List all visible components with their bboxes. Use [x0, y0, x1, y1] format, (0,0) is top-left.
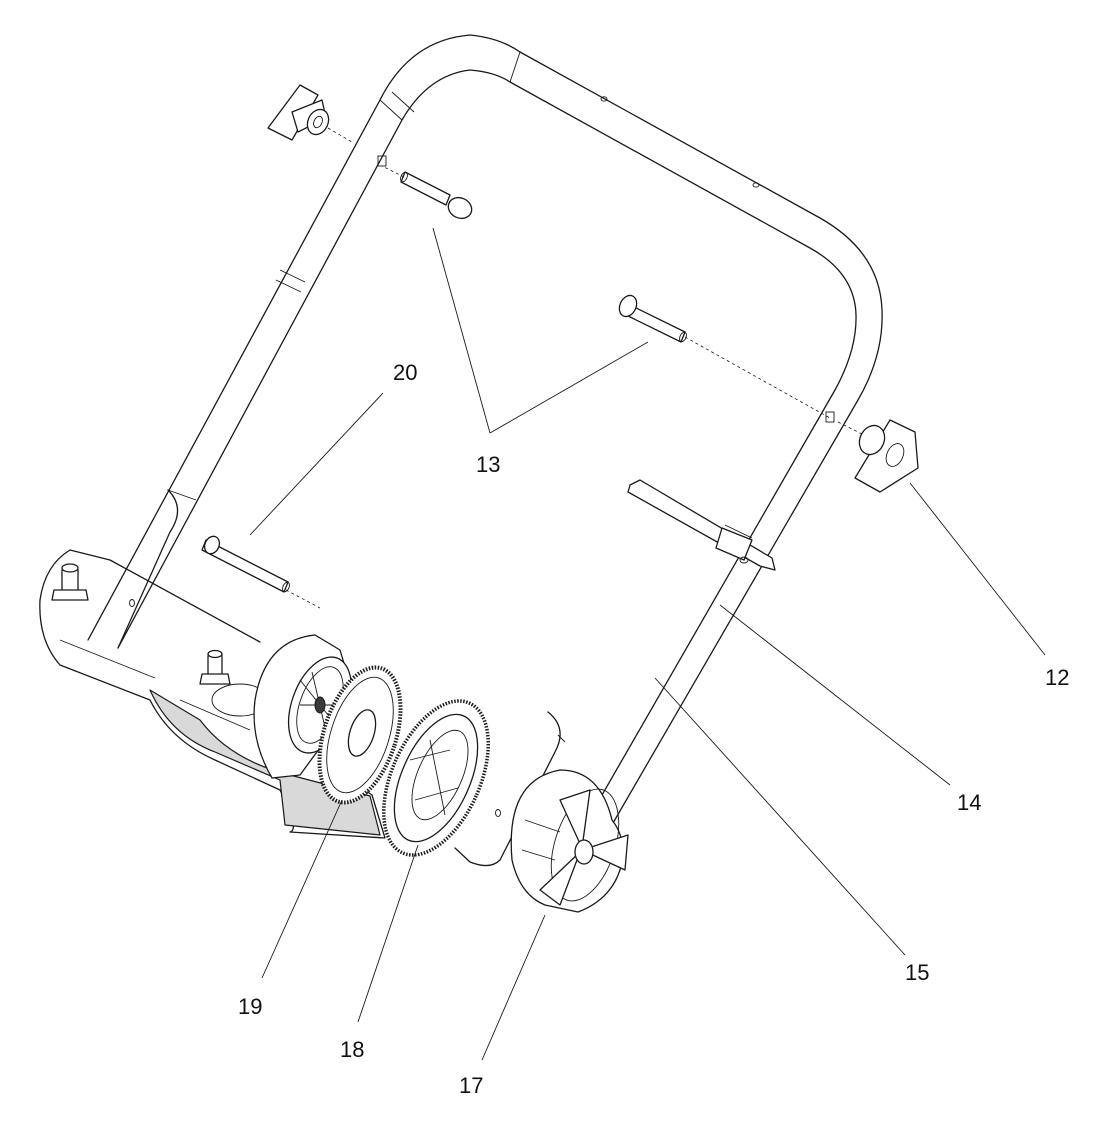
- callout-13: 13: [476, 452, 500, 477]
- part-13-pin-upper: [377, 155, 473, 220]
- part-12-wing-knob: [837, 419, 919, 493]
- housing-screw-right: [199, 649, 231, 685]
- wing-knob-upper: [267, 84, 353, 143]
- part-20-bolt: [201, 535, 321, 609]
- housing-screw-left: [51, 563, 89, 601]
- part-19-gear: [317, 665, 403, 805]
- leader-lines: [249, 227, 1046, 1061]
- callout-12: 12: [1045, 665, 1069, 690]
- part-13-pin-lower: [618, 294, 835, 423]
- callout-20: 20: [393, 360, 417, 385]
- callout-19: 19: [238, 994, 262, 1019]
- callout-18: 18: [340, 1037, 364, 1062]
- part-17-knob: [510, 769, 629, 913]
- callout-17: 17: [459, 1073, 483, 1098]
- callout-14: 14: [957, 790, 981, 815]
- part-18-ratchet: [382, 699, 490, 857]
- upper-handle: [87, 34, 883, 881]
- callout-15: 15: [905, 960, 929, 985]
- part-14-cable-guide: [627, 479, 776, 571]
